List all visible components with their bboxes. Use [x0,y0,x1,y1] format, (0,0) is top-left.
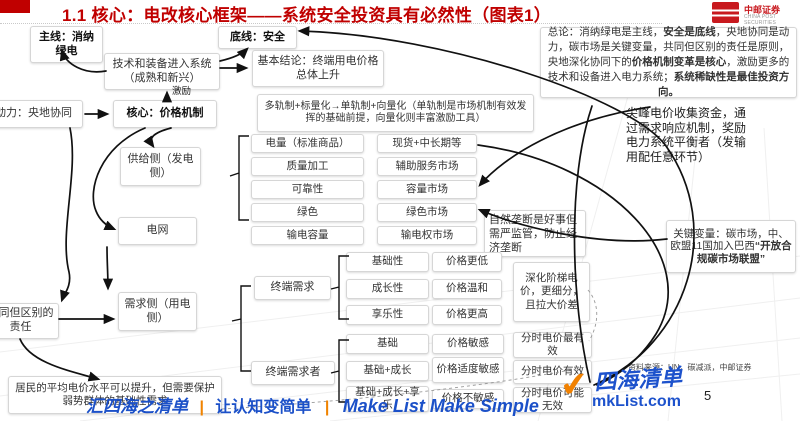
market-row: 容量市场 [377,180,477,199]
demand-attr-row: 基础性 [346,252,429,272]
node-supply-side: 供给侧（发电侧） [120,147,201,186]
market-row: 现货+中长期等 [377,134,477,153]
market-row: 辅助服务市场 [377,157,477,176]
mklist-site: mkList.com [592,393,681,410]
note-peak-price: 尖峰电价收集资金，通过需求响应机制，奖励电力系统平衡者（发输用配任意环节） [626,106,747,164]
china-post-logo-icon [712,2,739,23]
demand-price-row: 价格更低 [432,252,502,272]
supply-attr-row: 质量加工 [251,157,364,176]
label-incentive: 激励 [172,86,192,97]
note-tiered-price: 深化阶梯电价，更细分，且拉大价差 [513,262,590,322]
summary-note: 总论：消纳绿电是主线，安全是底线，央地协同是动力，碳市场是关键变量，共同但区别的… [540,26,797,98]
page-number: 5 [704,388,712,403]
header-divider [0,23,662,24]
header-red-block [0,0,30,13]
node-mainline-green-power: 主线：消纳绿电 [30,26,103,63]
supply-attr-row: 绿色 [251,203,364,222]
market-row: 绿色市场 [377,203,477,222]
node-track-system-note: 多轨制+标量化→单轨制+向量化（单轨制是市场机制有效发挥的基础前提，向量化则丰富… [257,94,534,132]
demand-attr-row: 享乐性 [346,305,429,325]
node-common-responsibility: 共同但区别的责任 [0,303,59,339]
page-title: 1.1 核心：电改核心框架——系统安全投资具有必然性（图表1） [62,6,552,25]
node-bottomline-safety: 底线：安全 [218,26,297,49]
watermark-separator: | [199,399,204,416]
summary-seg: 总论：消纳绿电是主线， [547,26,664,39]
node-demand-side: 需求侧（用电侧） [118,292,197,331]
node-terminal-demand: 终端需求 [254,276,331,300]
watermark-separator: | [324,399,330,416]
consumer-price-row: 价格敏感 [432,334,504,354]
summary-seg-bold: 价格机制变革是核心 [631,56,727,69]
logo-text-en: CHINA POST SECURITIES [744,14,777,26]
tou-price-row: 分时电价最有效 [513,332,592,358]
node-tech-equipment: 技术和装备进入系统（成熟和新兴） [104,53,220,90]
watermark-text-en: Make List Make Simple [342,396,539,416]
note-natural-monopoly: 自然垄断是好事但需严监管，防止经济垄断 [484,210,586,257]
watermark-text-cn2: 让认知变简单 [215,399,312,416]
supply-attr-row: 输电容量 [251,226,364,245]
supply-attr-row: 电量（标准商品） [251,134,364,153]
summary-seg-bold: 系统稀缺性是最佳投资方向。 [658,70,790,98]
consumer-attr-row: 基础+成长 [346,361,429,381]
watermark-text-cn1: 汇四海之清单 [86,397,188,416]
mklist-brand-script: 四海清单 [593,363,683,396]
logo-text-cn: 中邮证券 [744,5,781,15]
demand-price-row: 价格温和 [432,279,502,299]
summary-seg-bold: 安全是底线 [663,26,716,39]
node-terminal-consumers: 终端需求者 [251,361,335,385]
node-basic-conclusion: 基本结论：终端用电价格总体上升 [252,50,384,87]
mklist-check-icon: ✔ [558,364,591,406]
market-row: 输电权市场 [377,226,477,245]
demand-price-row: 价格更高 [432,305,502,325]
demand-attr-row: 成长性 [346,279,429,299]
node-core-price-mechanism: 核心：价格机制 [113,100,217,128]
node-driver-coordination: 动力：央地协同 [0,100,83,128]
node-grid: 电网 [118,217,197,245]
note-key-variable-carbon: 关键变量：碳市场，中、欧盟11国加入巴西“开放合规碳市场联盟” [666,220,796,273]
watermark-banner: 汇四海之清单 | 让认知变简单 | Make List Make Simple [86,392,539,417]
supply-attr-row: 可靠性 [251,180,364,199]
consumer-price-row: 价格适度敏感 [432,357,504,383]
consumer-attr-row: 基础 [346,334,429,354]
